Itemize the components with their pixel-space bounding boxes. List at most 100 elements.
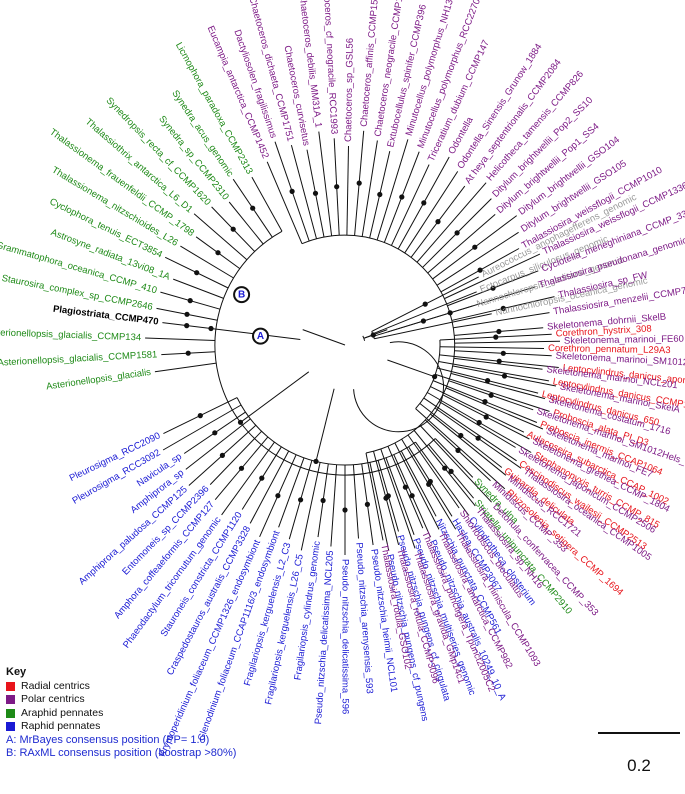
tree-markers: AB: [233, 286, 269, 345]
support-node: [501, 373, 508, 379]
support-node: [475, 435, 481, 441]
leaf-branch: [435, 373, 550, 412]
leaf-branch: [439, 346, 545, 349]
leaf-label: Asterionellopsis_glacialis_CCMP134: [0, 327, 141, 343]
leaf-label: Corethron_hystrix_308: [555, 323, 652, 339]
leaf-branch: [372, 291, 477, 335]
leaf-branch: [193, 213, 248, 261]
leaf-branch: [251, 176, 283, 232]
support-node: [448, 468, 454, 474]
leaf-branch: [352, 464, 359, 539]
leaf-branch: [394, 442, 440, 530]
support-node: [208, 325, 214, 332]
leaf-branch: [209, 430, 262, 485]
support-node: [197, 413, 203, 419]
legend-title: Key: [6, 666, 27, 678]
scale-bar: 0.2: [598, 732, 680, 775]
scale-bar-label: 0.2: [627, 756, 651, 775]
support-node: [320, 497, 326, 504]
leaf-branch: [376, 139, 409, 240]
leaf-branch: [446, 387, 544, 430]
legend-note-b-letter: B:: [6, 747, 17, 759]
support-node: [230, 226, 236, 232]
support-node: [250, 205, 256, 211]
support-node: [356, 180, 362, 186]
support-node: [458, 432, 464, 439]
leaf-branch: [453, 312, 550, 329]
support-node: [237, 419, 244, 425]
tree-nodes: [184, 180, 508, 513]
leaf-branch: [430, 386, 525, 433]
leaf-branch: [154, 362, 217, 373]
leaf-branch: [444, 253, 541, 299]
leaf-branch: [249, 450, 290, 524]
leaf-branch: [162, 404, 242, 451]
legend-label-polar: Polar centrics: [21, 693, 85, 705]
leaf-branch: [346, 145, 349, 236]
leaf-branch: [221, 441, 275, 516]
leaf-branch: [439, 401, 516, 448]
support-node: [185, 350, 191, 356]
legend-note-a: A: MrBayes consensus position (PP= 1.0): [6, 734, 236, 748]
tree-leaf-labels: Aureococcus_anophagefferens_genomicEctoc…: [0, 0, 685, 758]
marker-a: A: [252, 327, 269, 345]
legend-item-polar: Polar centrics: [6, 693, 236, 707]
support-node: [500, 350, 506, 356]
support-node: [194, 270, 200, 276]
leaf-branch: [438, 361, 549, 382]
marker-letter: B: [238, 290, 245, 301]
support-node: [442, 465, 448, 471]
marker-b: B: [233, 286, 251, 304]
legend-swatch-araphid: [6, 708, 15, 718]
legend-label-radial: Radial centrics: [21, 679, 90, 692]
support-node: [482, 399, 488, 405]
support-node: [259, 475, 265, 481]
support-node: [313, 458, 319, 464]
clade-stem-radial: [387, 359, 435, 378]
marker-ring: [233, 286, 251, 304]
legend-note-b-text: RAxML consensus position (boostrap >80%): [16, 747, 237, 759]
leaf-branch: [145, 337, 216, 341]
support-node: [298, 497, 304, 503]
leaf-label: Skeletonema_marinoi_FE60: [564, 334, 684, 347]
leaf-branch: [451, 373, 546, 400]
support-node: [496, 328, 502, 335]
support-node: [275, 493, 281, 499]
leaf-branch: [416, 182, 487, 263]
legend-note-a-letter: A:: [6, 733, 17, 746]
support-node: [364, 501, 370, 507]
leaf-branch: [427, 214, 496, 274]
clade-arc-polar: [301, 234, 456, 454]
leaf-branch: [361, 140, 378, 237]
root-stem: [302, 329, 346, 346]
support-node: [383, 495, 389, 501]
leaf-branch: [369, 462, 390, 551]
leaf-branch: [454, 357, 543, 370]
legend-swatch-raphid: [6, 722, 15, 732]
legend-item-radial: Radial centrics: [6, 680, 236, 694]
leaf-branch: [434, 438, 474, 478]
legend-label-raphid: Raphid pennates: [21, 720, 101, 732]
leaf-branch: [300, 462, 321, 551]
support-node: [187, 298, 193, 304]
support-node: [435, 219, 441, 225]
legend: Key Radial centrics Polar centrics Araph…: [6, 666, 236, 761]
support-node: [402, 484, 408, 490]
support-node: [219, 452, 225, 458]
leaf-branch: [228, 201, 264, 245]
support-node: [399, 194, 405, 200]
leaf-branch: [290, 144, 317, 239]
leaf-label: Asterionellopsis_glacialis: [46, 367, 152, 393]
leaf-branch: [404, 171, 459, 253]
support-node: [212, 430, 218, 436]
legend-item-raphid: Raphid pennates: [6, 720, 236, 734]
support-node: [432, 374, 438, 380]
leaf-branch: [400, 450, 437, 517]
leaf-branch: [185, 418, 251, 470]
support-node: [477, 267, 483, 273]
support-node: [476, 419, 482, 426]
leaf-branch: [415, 408, 506, 490]
support-node: [370, 332, 376, 338]
leaf-branch: [173, 278, 224, 299]
